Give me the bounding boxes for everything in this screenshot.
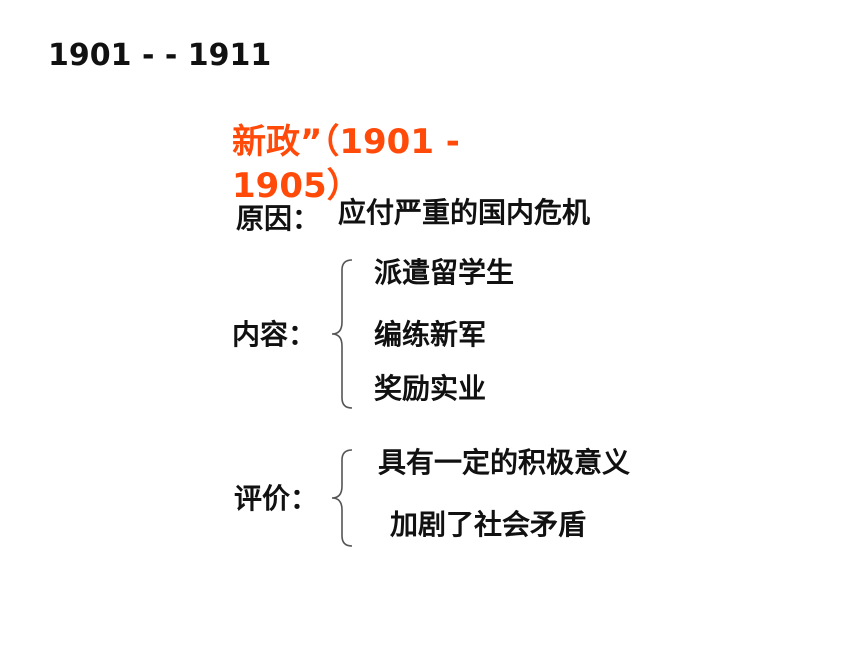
content-label: 内容：: [232, 318, 317, 351]
evaluation-item: 加剧了社会矛盾: [390, 508, 587, 541]
content-item: 编练新军: [374, 318, 487, 351]
evaluation-item: 具有一定的积极意义: [378, 446, 631, 479]
period-heading: 1901 - - 1911: [48, 38, 272, 73]
content-brace: [331, 259, 353, 409]
evaluation-label: 评价：: [234, 482, 319, 515]
reason-label: 原因：: [236, 202, 321, 235]
evaluation-brace: [331, 449, 353, 547]
new-policy-title: 新政”（1901 - 1905）: [232, 122, 460, 206]
content-item: 奖励实业: [374, 372, 487, 405]
content-item: 派遣留学生: [374, 256, 515, 289]
reason-value: 应付严重的国内危机: [338, 196, 591, 229]
